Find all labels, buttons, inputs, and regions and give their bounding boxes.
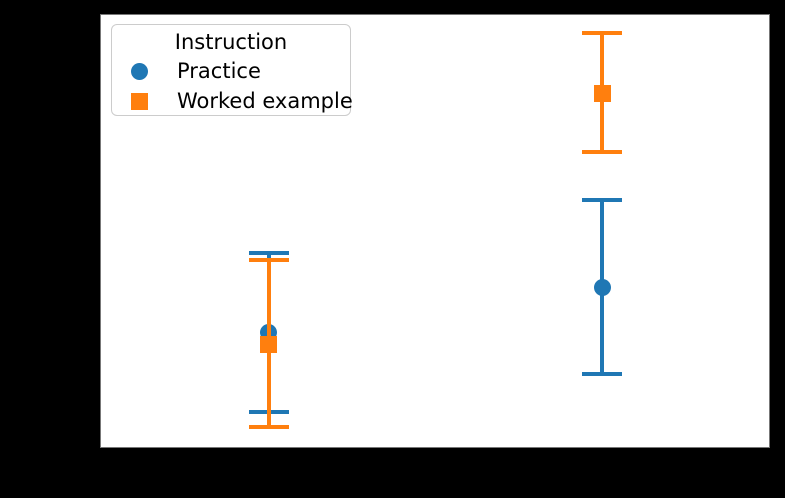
legend-item-label: Practice	[177, 59, 261, 83]
practice-circle-icon	[131, 62, 148, 80]
legend-title: Instruction	[174, 30, 288, 54]
marker-square	[260, 336, 278, 354]
errorbar-cap-top	[582, 30, 622, 35]
errorbar-cap-top	[248, 257, 289, 262]
legend-item-label: Worked example	[177, 89, 353, 113]
worked-example-square-icon	[131, 92, 148, 110]
marker-square	[593, 85, 611, 103]
errorbar-cap-bottom	[582, 372, 622, 377]
errorbar-cap-bottom	[582, 150, 622, 155]
marker-circle	[593, 279, 611, 297]
legend-item-practice: Practice	[120, 56, 342, 86]
errorbar-cap-top	[582, 198, 622, 203]
legend-item-worked-example: Worked example	[120, 86, 353, 116]
errorbar-cap-top	[248, 251, 289, 256]
errorbars-layer	[101, 15, 769, 447]
legend: Instruction Practice Worked example	[111, 24, 353, 116]
errorbar-cap-bottom	[248, 425, 289, 430]
plot-area: Instruction Practice Worked example	[100, 14, 770, 448]
